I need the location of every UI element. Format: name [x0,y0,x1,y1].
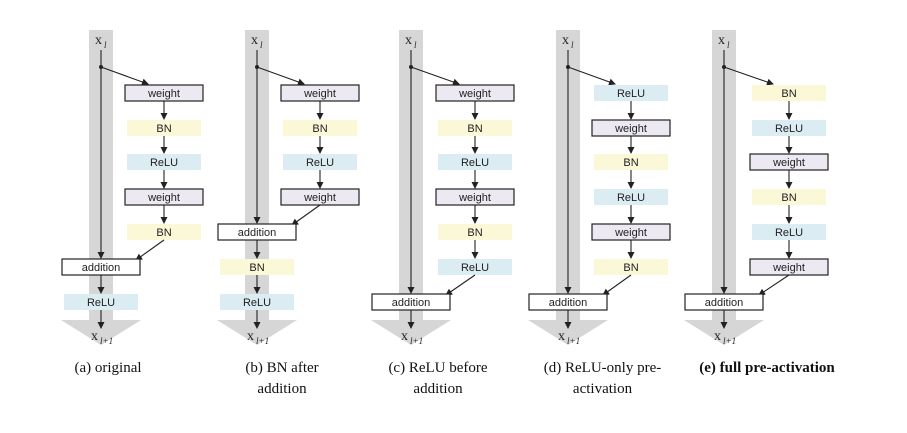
branch-e-1-label: ReLU [775,123,803,135]
merge-arrow-a [135,239,165,261]
input-sub-c: l [414,40,417,50]
output-sub-b: l+1 [256,336,269,346]
branch-c-0-label: weight [458,88,491,100]
addition-b-label: addition [238,227,277,239]
input-label-e: x [718,33,725,48]
input-label-c: x [405,33,412,48]
merge-arrow-e [758,274,790,296]
output-sub-e: l+1 [723,336,736,346]
after-b-0-box [220,259,294,275]
branch-entry-arrow-b [256,66,305,86]
output-label-a: x [91,329,98,344]
branch-entry-arrow-a [100,66,149,86]
branch-e-5-label: weight [772,262,805,274]
branch-c-1-box [438,120,512,136]
input-label-d: x [562,33,569,48]
input-sub-b: l [260,40,263,50]
branch-e-0-box [752,85,826,101]
branch-b-1-label: BN [312,123,327,135]
addition-e-label: addition [705,297,744,309]
branch-b-3-label: weight [303,192,336,204]
branch-e-4-box [752,224,826,240]
branch-a-4-label: BN [156,227,171,239]
output-arrowhead-a [61,320,141,345]
caption-c: (c) ReLU before addition [388,360,488,397]
output-label-c: x [401,329,408,344]
output-arrowhead-d [528,320,608,345]
input-label-b: x [251,33,258,48]
branch-b-2-label: ReLU [306,157,334,169]
branch-d-2-label: BN [623,157,638,169]
branch-b-0-label: weight [303,88,336,100]
branch-a-0-label: weight [147,88,180,100]
branch-a-4-box [127,224,201,240]
branch-e-1-box [752,120,826,136]
merge-arrow-c [445,274,476,296]
branch-d-0-label: ReLU [617,88,645,100]
branch-c-2-box [438,154,512,170]
after-b-1-label: ReLU [243,297,271,309]
merge-arrow-d [602,274,632,296]
input-sub-e: l [727,40,730,50]
caption-a: (a) original [74,360,142,376]
branch-d-1-label: weight [614,123,647,135]
branch-entry-arrow-e [723,66,774,86]
branch-c-5-box [438,259,512,275]
after-b-0-label: BN [249,262,264,274]
branch-entry-arrow-d [567,66,616,86]
branch-c-5-label: ReLU [461,262,489,274]
after-b-1-box [220,294,294,310]
branch-d-3-box [594,189,668,205]
branch-d-5-box [594,259,668,275]
output-label-b: x [247,329,254,344]
branch-d-3-label: ReLU [617,192,645,204]
branch-e-3-box [752,189,826,205]
merge-arrow-b [291,204,321,226]
output-arrowhead-e [684,320,764,345]
output-sub-c: l+1 [410,336,423,346]
branch-d-5-label: BN [623,262,638,274]
branch-b-1-box [283,120,357,136]
input-label-a: x [95,33,102,48]
after-a-0-label: ReLU [87,297,115,309]
addition-a-label: addition [82,262,121,274]
addition-c-label: addition [392,297,431,309]
branch-c-1-label: BN [467,123,482,135]
branch-d-0-box [594,85,668,101]
branch-a-1-box [127,120,201,136]
branch-d-4-label: weight [614,227,647,239]
branch-e-4-label: ReLU [775,227,803,239]
branch-entry-arrow-c [410,66,460,86]
after-a-0-box [64,294,138,310]
branch-c-4-box [438,224,512,240]
output-label-d: x [558,329,565,344]
output-arrowhead-b [217,320,297,345]
input-sub-d: l [571,40,574,50]
caption-d: (d) ReLU-only pre-activation [543,360,662,397]
branch-d-2-box [594,154,668,170]
branch-e-2-label: weight [772,157,805,169]
branch-c-2-label: ReLU [461,157,489,169]
caption-e: (e) full pre-activation [699,360,835,376]
input-sub-a: l [104,40,107,50]
branch-b-2-box [283,154,357,170]
output-label-e: x [714,329,721,344]
branch-c-3-label: weight [458,192,491,204]
output-arrowhead-c [371,320,451,345]
branch-e-3-label: BN [781,192,796,204]
branch-a-3-label: weight [147,192,180,204]
addition-d-label: addition [549,297,588,309]
branch-a-2-label: ReLU [150,157,178,169]
branch-c-4-label: BN [467,227,482,239]
branch-a-1-label: BN [156,123,171,135]
output-sub-d: l+1 [567,336,580,346]
branch-e-0-label: BN [781,88,796,100]
caption-b: (b) BN after addition [245,360,319,397]
output-sub-a: l+1 [100,336,113,346]
branch-a-2-box [127,154,201,170]
